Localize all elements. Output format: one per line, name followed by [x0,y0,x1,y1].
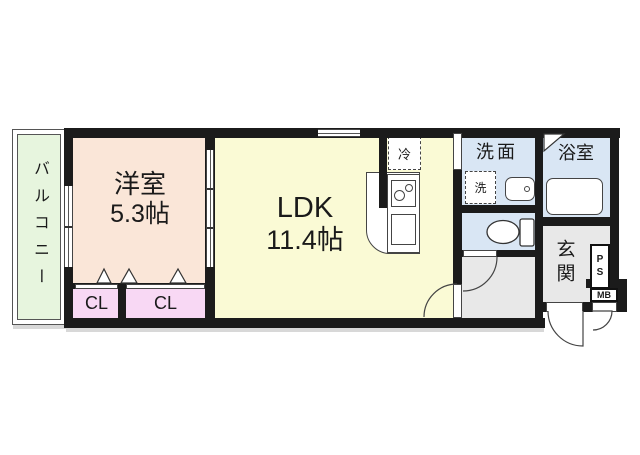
pipe-space-label: PS [594,253,606,280]
refrigerator-box: 冷 [388,136,421,170]
washbasin-drain [524,186,530,192]
closet-left-label: CL [84,293,108,313]
closet-right-track [126,284,205,289]
entrance-label-box: 玄関 [550,232,578,294]
sliding-door-western-ldk [206,150,214,267]
window-balcony-sash [65,226,72,228]
door-toilet-slab [463,250,497,257]
shadow-bottom [66,328,544,332]
washroom-label: 洗面 [476,141,518,162]
closet-right-floor [124,284,207,321]
window-top-rail [318,132,360,134]
western-room-label-group: 洋室 5.3帖 [85,164,195,234]
wall-ldk-east [453,128,462,328]
washroom-label-box: 洗面 [457,137,537,164]
bathroom-label: 浴室 [558,143,594,163]
wall-washroom-toilet [453,205,537,213]
door-washroom [453,133,462,170]
washbasin [505,177,535,201]
door-arc-meterbox [592,310,613,331]
sliding-door-sash-1 [207,188,213,190]
refrigerator-label: 冷 [397,146,411,162]
door-ldk-hallway-slab [453,284,462,318]
window-balcony [64,186,73,267]
bathtub [546,178,603,215]
balcony-area: バルコニー [17,134,61,320]
sliding-door-sash-2 [207,227,213,229]
wall-right [610,128,619,290]
window-top [318,129,360,137]
closet-right-label-box: CL [124,289,207,318]
pipe-space-box: PS [590,244,610,289]
door-arc-entrance [547,310,584,347]
wall-closet-divider [118,283,126,325]
bathroom-label-box: 浴室 [545,139,607,165]
shadow-left [13,325,66,329]
sliding-door-rail [210,150,211,267]
meter-box: MB [590,288,618,302]
kitchen-sink [391,214,416,245]
balcony-label: バルコニー [31,159,48,295]
stove-burner-large [394,190,405,201]
wall-meterbox-right [616,279,627,312]
meter-box-label: MB [597,290,611,300]
closet-left-floor [73,284,120,321]
wall-kitchen [379,128,387,208]
closet-right-label: CL [153,293,177,313]
ldk-label-group: LDK 11.4帖 [235,191,375,257]
washing-machine-label: 洗 [474,181,487,195]
toilet-floor [455,210,539,252]
hallway-floor [455,254,539,320]
washing-machine-box: 洗 [465,171,496,204]
closet-left-label-box: CL [73,289,120,318]
western-room-floor [66,130,207,285]
stove-burner-small [405,184,413,192]
ldk-label: LDK [276,191,334,224]
entrance-label: 玄関 [553,239,575,287]
closet-left-track [75,284,118,289]
ldk-area: 11.4帖 [266,225,344,256]
door-entrance-slab [546,302,583,312]
wall-hallway-entrance [535,137,543,328]
wall-bottom [64,318,545,328]
door-meterbox-slab [592,302,617,312]
wall-bathroom-entrance [543,217,618,226]
western-room-label: 洋室 [113,168,166,199]
western-room-area: 5.3帖 [110,199,170,228]
